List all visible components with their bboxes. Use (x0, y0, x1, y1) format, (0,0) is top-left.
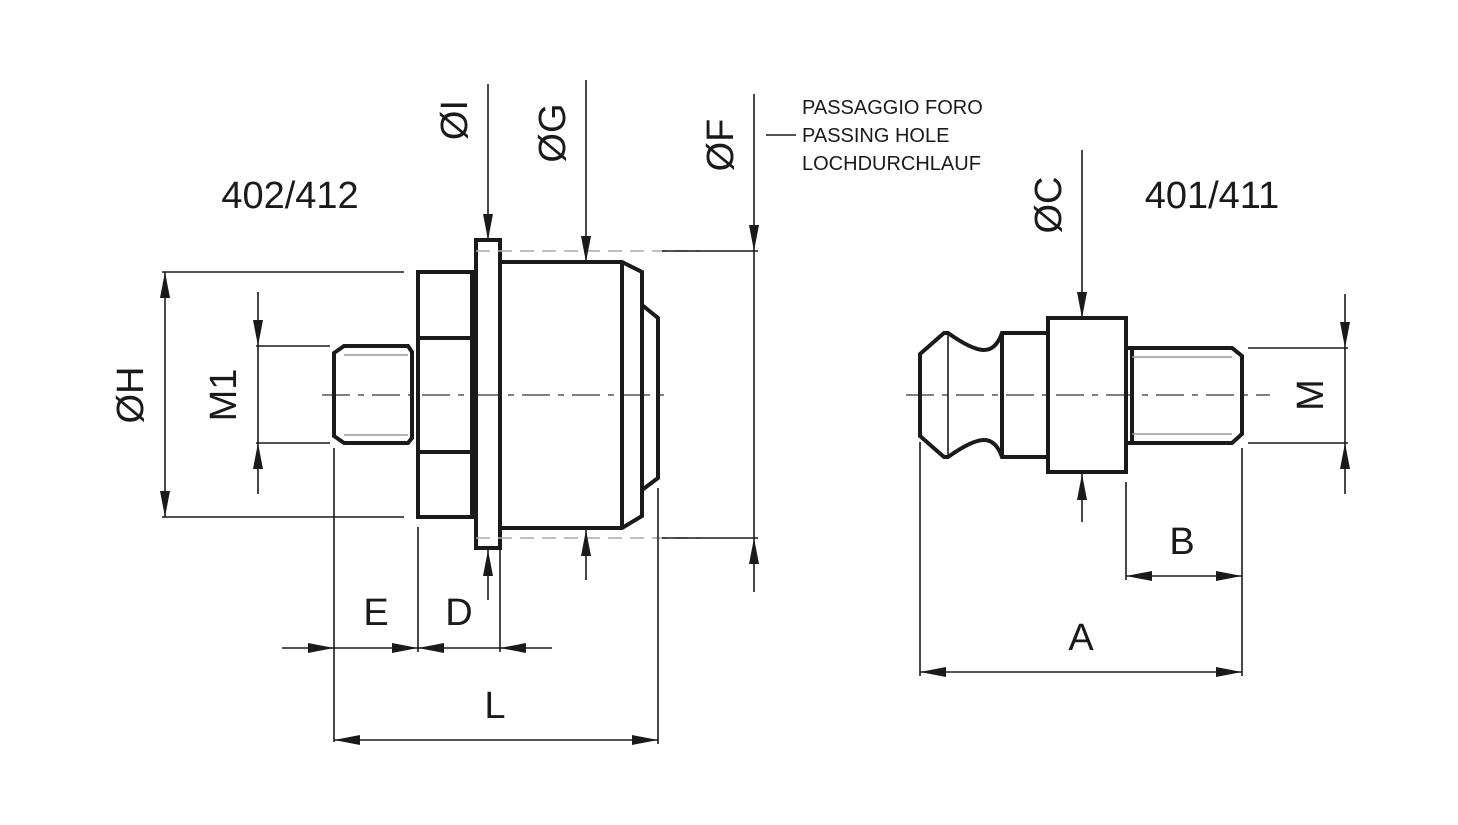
right-fitting-view: ØC M B A 401/411 (906, 150, 1350, 677)
right-hex-collar (1046, 316, 1128, 474)
dim-label-C: ØC (1028, 177, 1070, 234)
right-view-title: 401/411 (1145, 175, 1280, 217)
dim-label-B: B (1169, 521, 1194, 563)
left-flange (474, 238, 502, 550)
dim-label-L: L (484, 685, 505, 727)
dim-label-M1: M1 (203, 369, 245, 422)
dim-label-E: E (363, 592, 388, 634)
note-line-1: PASSAGGIO FORO (802, 97, 983, 119)
right-thread (1126, 346, 1244, 445)
note-line-3: LOCHDURCHLAUF (802, 153, 981, 175)
dim-label-I: ØI (434, 100, 476, 140)
dim-label-H: ØH (110, 367, 152, 424)
left-thread-body (332, 344, 414, 445)
dim-label-F: ØF (700, 119, 742, 172)
left-fitting-view: ØI ØG ØF ØH M1 (110, 80, 796, 745)
dim-label-M: M (1290, 379, 1332, 411)
dim-label-D: D (445, 592, 472, 634)
left-hex-nut (416, 270, 474, 519)
left-body (500, 260, 644, 530)
dim-label-A: A (1068, 617, 1094, 659)
dim-label-G: ØG (532, 103, 574, 162)
left-view-title: 402/412 (221, 175, 358, 217)
left-nose (640, 303, 660, 492)
passing-hole-note: PASSAGGIO FORO PASSING HOLE LOCHDURCHLAU… (802, 97, 983, 175)
note-line-2: PASSING HOLE (802, 125, 949, 147)
